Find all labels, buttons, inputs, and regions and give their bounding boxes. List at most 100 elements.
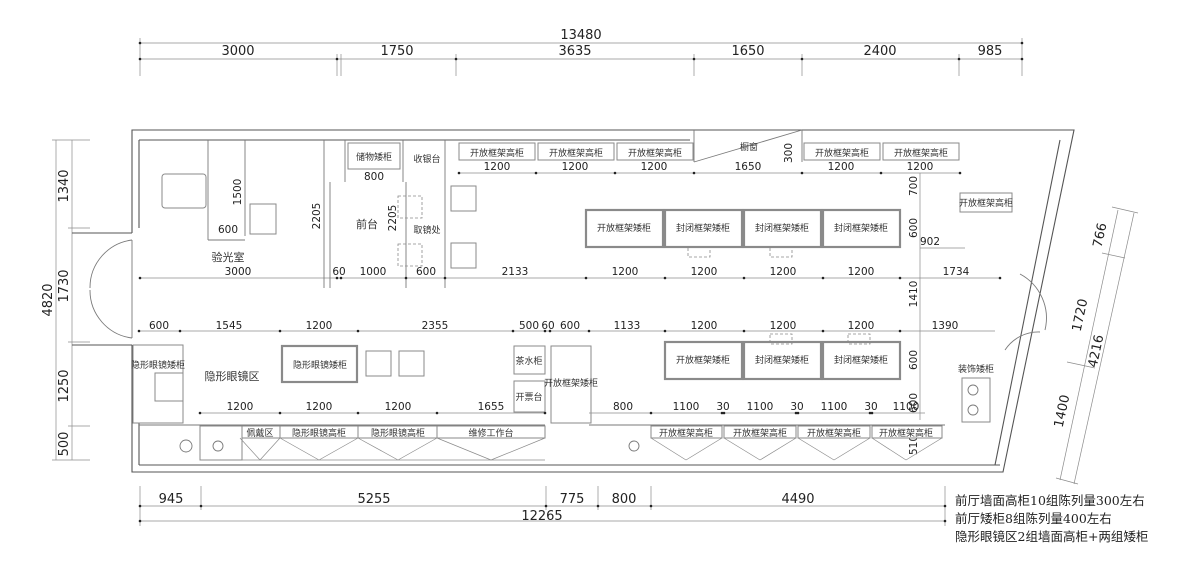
upper-open-low: 开放框架矮柜 xyxy=(597,222,651,234)
right-dim-1: 766 xyxy=(1091,222,1111,249)
exam-dim-600: 600 xyxy=(218,224,238,236)
middle-dim-line xyxy=(138,276,1002,280)
row3-dim-8: 1133 xyxy=(614,320,641,332)
top-row-dim-5: 1200 xyxy=(828,161,855,173)
pickup-counter xyxy=(397,195,423,219)
desk-dim-2205b: 2205 xyxy=(387,205,399,232)
row3-dim-7: 600 xyxy=(560,320,580,332)
top-row-dim-1: 1200 xyxy=(484,161,511,173)
top-cabinet-3: 开放框架高柜 xyxy=(628,147,682,159)
mid-dim-4: 600 xyxy=(416,266,436,278)
top-row-dim-6: 1200 xyxy=(907,161,934,173)
row3-dim-12: 1390 xyxy=(932,320,959,332)
bottom-cabinet-1: 开放框架高柜 xyxy=(659,427,713,439)
exam-room xyxy=(139,140,1000,279)
storage-cabinet-label: 储物矮柜 xyxy=(356,151,392,163)
desk-dim-2205a: 2205 xyxy=(311,203,323,230)
center-open-low-label: 开放框架矮柜 xyxy=(544,377,598,389)
storage-dim-800: 800 xyxy=(364,171,384,183)
row4-dim-5: 800 xyxy=(613,401,633,413)
dim-1410: 1410 xyxy=(908,281,920,308)
lower-open-low: 开放框架矮柜 xyxy=(676,354,730,366)
row4-dim-10: 1100 xyxy=(821,401,848,413)
upper-closed-low-3: 封闭框架矮柜 xyxy=(834,222,888,234)
stool-1 xyxy=(365,350,392,377)
mid-dim-8: 1200 xyxy=(770,266,797,278)
decor-label: 装饰矮柜 xyxy=(958,363,994,375)
top-dim-4: 1650 xyxy=(731,44,764,59)
right-dim-2: 1720 xyxy=(1070,298,1092,333)
seat-1 xyxy=(450,185,477,212)
lower-island-cabinets xyxy=(663,333,902,381)
window-label: 橱窗 xyxy=(740,141,758,153)
row3-dim-4: 2355 xyxy=(422,320,449,332)
right-wall-cabinet xyxy=(959,192,1013,213)
mid-dim-9: 1200 xyxy=(848,266,875,278)
fitting-label: 佩戴区 xyxy=(246,427,273,439)
contact-side-cabinet-inner xyxy=(154,372,184,402)
row4-dim-3: 1200 xyxy=(385,401,412,413)
mid-dim-10: 1734 xyxy=(943,266,970,278)
contact-tall-1: 隐形眼镜高柜 xyxy=(292,427,346,439)
dim-600b: 600 xyxy=(908,350,920,370)
third-dim-line xyxy=(137,329,995,333)
right-total-dim: 4216 xyxy=(1086,334,1108,369)
front-desk-label: 前台 xyxy=(356,217,378,231)
bottom-cabinet-3: 开放框架高柜 xyxy=(807,427,861,439)
dim-700: 700 xyxy=(908,176,920,196)
top-row-dim-3: 1200 xyxy=(641,161,668,173)
contact-zone-label: 隐形眼镜区 xyxy=(205,369,260,383)
right-dimension-lines xyxy=(1055,206,1139,485)
contact-low-label: 隐形眼镜矮柜 xyxy=(293,359,347,371)
row3-dim-3: 1200 xyxy=(306,320,333,332)
left-total-dim: 4820 xyxy=(41,283,56,316)
pickup-counter-2 xyxy=(397,243,423,267)
upper-closed-low-2: 封闭框架矮柜 xyxy=(755,222,809,234)
decor-cabinet xyxy=(961,377,991,423)
left-dim-4: 500 xyxy=(57,432,72,457)
center-open-low xyxy=(550,345,592,424)
left-dim-2: 1730 xyxy=(57,269,72,302)
row4-dim-2: 1200 xyxy=(306,401,333,413)
left-dim-3: 1250 xyxy=(57,369,72,402)
upper-closed-low-1: 封闭框架矮柜 xyxy=(676,222,730,234)
cashier-label: 收银台 xyxy=(413,153,440,165)
row4-dim-8: 1100 xyxy=(747,401,774,413)
bottom-dimension-lines xyxy=(138,486,947,526)
contact-side-label: 隐形眼镜矮柜 xyxy=(131,359,185,371)
left-dimension-lines xyxy=(52,139,90,461)
row4-dim-4: 1655 xyxy=(478,401,505,413)
outer-walls xyxy=(131,129,1075,473)
top-wall-cabinets xyxy=(458,129,960,163)
left-entrance-door xyxy=(72,232,133,346)
row4-dim-7: 30 xyxy=(716,401,729,413)
top-cabinet-5: 开放框架高柜 xyxy=(894,147,948,159)
top-total-dim: 13480 xyxy=(560,28,601,43)
exam-room-label: 验光室 xyxy=(212,250,245,264)
left-dim-1: 1340 xyxy=(57,169,72,202)
bottom-dim-2: 5255 xyxy=(357,492,390,507)
row3-dim-2: 1545 xyxy=(216,320,243,332)
top-cabinet-2: 开放框架高柜 xyxy=(549,147,603,159)
note-line-3: 隐形眼镜区2组墙面高柜+两组矮柜 xyxy=(955,529,1148,544)
top-row-dim-2: 1200 xyxy=(562,161,589,173)
row3-dim-9: 1200 xyxy=(691,320,718,332)
row4-dim-1: 1200 xyxy=(227,401,254,413)
note-line-1: 前厅墙面高柜10组陈列量300左右 xyxy=(955,493,1145,508)
window-dim-300: 300 xyxy=(783,143,795,163)
exam-dim-1500: 1500 xyxy=(232,179,244,206)
note-line-2: 前厅矮柜8组陈列量400左右 xyxy=(955,511,1112,526)
contact-tall-2: 隐形眼镜高柜 xyxy=(371,427,425,439)
bottom-wall-cabinets xyxy=(139,424,945,461)
invoice-label: 开票台 xyxy=(515,391,542,403)
top-dim-3: 3635 xyxy=(558,44,591,59)
top-cabinet-4: 开放框架高柜 xyxy=(815,147,869,159)
row3-dim-5: 500 xyxy=(519,320,539,332)
top-interior-dim-line xyxy=(457,171,962,175)
row4-dim-6: 1100 xyxy=(673,401,700,413)
bottom-dim-4: 800 xyxy=(612,492,637,507)
top-dim-2: 1750 xyxy=(380,44,413,59)
lower-closed-low-2: 封闭框架矮柜 xyxy=(834,354,888,366)
right-wall-cabinet-label: 开放框架高柜 xyxy=(959,197,1013,209)
